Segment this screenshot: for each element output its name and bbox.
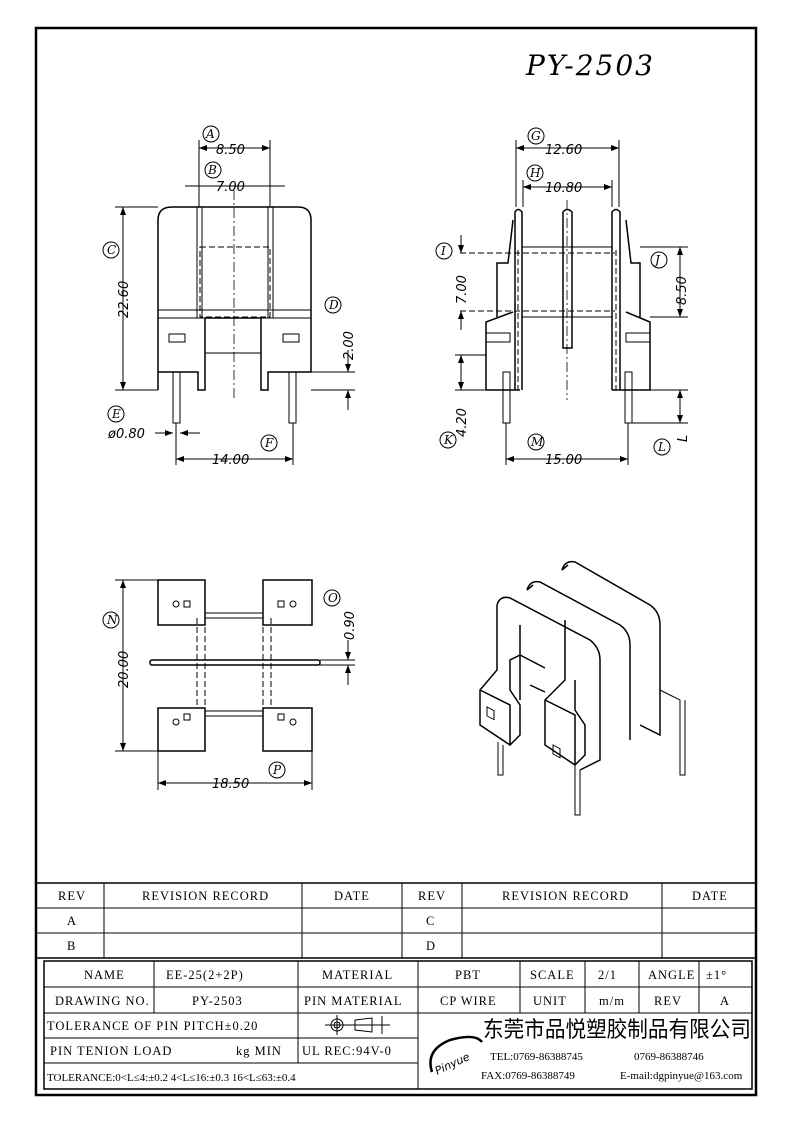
company-fax: FAX:0769-86388749 <box>481 1070 575 1082</box>
projection-symbol-icon <box>325 1015 390 1035</box>
dim-label-m: M <box>530 435 544 449</box>
pin-material-value: CP WIRE <box>440 994 497 1008</box>
company-email: E-mail:dgpinyue@163.com <box>620 1070 743 1082</box>
dim-label-k: K <box>443 433 454 447</box>
date-header: DATE <box>334 889 370 903</box>
rev-header: REV <box>58 889 86 903</box>
dim-label-i: I <box>440 244 446 258</box>
dim-label-g: G <box>531 129 541 143</box>
revision-record-header: REVISION RECORD <box>142 889 269 903</box>
dim-label-h: H <box>529 166 541 180</box>
name-label: NAME <box>84 968 125 982</box>
side-view: G 12.60 H 10.80 I 7.00 J 8.50 K 4.20 L L… <box>435 127 691 468</box>
dim-a-value: 8.50 <box>216 143 245 158</box>
dim-j-value: 8.50 <box>675 276 690 305</box>
dim-label-n: N <box>106 613 118 627</box>
unit-value: m/m <box>599 994 625 1008</box>
dim-f-value: 14.00 <box>212 453 249 468</box>
dim-label-c: C <box>107 243 116 257</box>
pin-tension-label: PIN TENION LOAD <box>50 1044 172 1058</box>
dim-k-value: 4.20 <box>455 408 470 437</box>
dim-m-value: 15.00 <box>545 453 582 468</box>
pin-tension-unit: kg MIN <box>236 1044 282 1058</box>
company-tel-2: 0769-86388746 <box>634 1051 704 1063</box>
rev-b: B <box>67 939 76 953</box>
front-view: A 8.50 B 7.00 C 22.60 D 2.00 E ø0.80 F 1… <box>102 125 357 468</box>
drawing-no-label: DRAWING NO. <box>55 994 150 1008</box>
pin-material-label: PIN MATERIAL <box>304 994 402 1008</box>
rev-label: REV <box>654 994 682 1008</box>
dim-label-j: J <box>652 253 661 267</box>
dim-label-b: B <box>207 163 217 177</box>
revision-record-header-2: REVISION RECORD <box>502 889 629 903</box>
material-value: PBT <box>455 968 481 982</box>
rev-a: A <box>67 914 77 928</box>
rev-value: A <box>720 994 730 1008</box>
dim-label-o: O <box>328 591 338 605</box>
dim-b-value: 7.00 <box>216 180 245 195</box>
general-tolerance: TOLERANCE:0<L≤4:±0.2 4<L≤16:±0.3 16<L≤63… <box>47 1072 296 1084</box>
part-name: EE-25(2+2P) <box>166 968 244 982</box>
revision-table: REV REVISION RECORD DATE REV REVISION RE… <box>36 882 756 959</box>
rev-header-2: REV <box>418 889 446 903</box>
date-header-2: DATE <box>692 889 728 903</box>
angle-label: ANGLE <box>648 968 695 982</box>
dim-e-value: ø0.80 <box>107 427 145 442</box>
isometric-view <box>479 560 686 816</box>
title-block: NAME EE-25(2+2P) MATERIAL PBT SCALE 2/1 … <box>43 960 753 1090</box>
dim-g-value: 12.60 <box>545 143 582 158</box>
company-tel: TEL:0769-86388745 <box>490 1051 583 1063</box>
rev-c: C <box>426 914 435 928</box>
dim-l-value: L <box>676 435 691 442</box>
unit-label: UNIT <box>533 994 567 1008</box>
dim-o-value: 0.90 <box>343 611 358 640</box>
scale-label: SCALE <box>530 968 575 982</box>
company-name: 东莞市品悦塑胶制品有限公司 <box>483 1018 751 1043</box>
dim-c-value: 22.60 <box>117 281 132 318</box>
pinyue-logo: Pinyue <box>429 1035 483 1078</box>
svg-text:Pinyue: Pinyue <box>433 1050 472 1077</box>
dim-label-d: D <box>328 298 339 312</box>
dim-p-value: 18.50 <box>212 777 249 792</box>
bottom-view: N 20.00 O 0.90 P 18.50 <box>102 579 358 792</box>
dim-label-p: P <box>272 763 282 777</box>
angle-value: ±1° <box>706 968 727 982</box>
pin-pitch-tolerance: TOLERANCE OF PIN PITCH±0.20 <box>47 1019 258 1033</box>
drawing-title: PY-2503 <box>525 49 655 82</box>
ul-rec: UL REC:94V-0 <box>302 1044 392 1058</box>
rev-d: D <box>426 939 436 953</box>
scale-value: 2/1 <box>598 968 617 982</box>
dim-label-f: F <box>264 436 274 450</box>
drawing-no-value: PY-2503 <box>192 994 243 1008</box>
dim-n-value: 20.00 <box>117 651 132 688</box>
dim-label-e: E <box>111 407 121 421</box>
dim-d-value: 2.00 <box>342 331 357 360</box>
material-label: MATERIAL <box>322 968 393 982</box>
drawing-frame <box>34 26 758 1097</box>
dim-h-value: 10.80 <box>545 181 582 196</box>
dim-label-a: A <box>205 127 215 141</box>
dim-label-l: L <box>657 440 666 454</box>
dim-i-value: 7.00 <box>455 275 470 304</box>
